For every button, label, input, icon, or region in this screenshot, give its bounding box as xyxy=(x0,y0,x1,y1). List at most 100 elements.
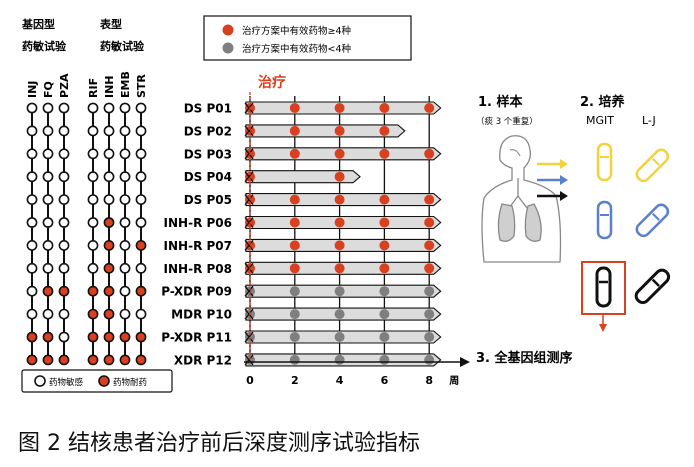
genotype-cell xyxy=(26,308,38,320)
genotype-cell xyxy=(26,285,38,297)
genotype-cell xyxy=(42,194,54,205)
phenotype-cell xyxy=(87,102,99,114)
patient-label: INH-R P06 xyxy=(164,216,232,230)
phenotype-header: 表型 xyxy=(99,17,122,31)
phenotype-cell xyxy=(135,217,147,228)
genotype-cell xyxy=(58,354,70,366)
patient-label: DS P01 xyxy=(184,102,232,116)
legend-gray-dot xyxy=(222,42,234,54)
sampling-point xyxy=(424,148,435,159)
sampling-point xyxy=(379,309,390,320)
genotype-cell xyxy=(26,171,38,183)
patient-label: DS P03 xyxy=(184,147,232,161)
genotype-cell xyxy=(42,125,54,137)
susceptibility-matrix xyxy=(26,102,147,366)
genotype-cell xyxy=(58,102,70,114)
patient-label: INH-R P07 xyxy=(164,239,232,253)
sampling-point xyxy=(424,103,435,113)
start-cross-marker xyxy=(244,148,254,160)
sampling-point xyxy=(424,354,435,365)
genotype-cell xyxy=(42,285,54,297)
genotype-cell xyxy=(42,331,54,343)
start-cross-marker xyxy=(244,171,254,183)
sampling-point xyxy=(334,240,345,251)
phenotype-cell xyxy=(87,262,99,274)
patient-label: MDR P10 xyxy=(171,308,232,322)
sampling-point xyxy=(424,309,435,320)
sampling-point xyxy=(424,263,435,274)
sampling-point xyxy=(379,217,390,228)
phenotype-cell xyxy=(119,102,131,114)
sampling-point xyxy=(289,240,300,251)
start-cross-marker xyxy=(244,354,254,366)
start-cross-marker xyxy=(244,262,254,274)
sampling-point xyxy=(289,286,300,297)
phenotype-cell xyxy=(119,217,131,228)
phenotype-cell xyxy=(119,171,131,183)
legend-red-dot xyxy=(222,24,234,36)
sampling-point xyxy=(424,194,435,205)
phenotype-cell xyxy=(103,194,115,205)
phenotype-cell xyxy=(119,148,131,160)
x-tick-label: 2 xyxy=(291,374,299,387)
sampling-point xyxy=(379,263,390,274)
genotype-cell xyxy=(58,125,70,137)
human-lungs-icon xyxy=(481,135,562,263)
phenotype-cell xyxy=(135,102,147,114)
drug-label-emb: EMB xyxy=(119,71,132,98)
genotype-cell xyxy=(42,308,54,320)
genotype-cell xyxy=(58,239,70,251)
x-tick-label: 6 xyxy=(381,374,389,387)
genotype-cell xyxy=(26,354,38,366)
phenotype-cell xyxy=(135,194,147,205)
sampling-point xyxy=(289,263,300,274)
phenotype-cell xyxy=(135,171,147,183)
sampling-point xyxy=(334,332,345,342)
start-cross-marker xyxy=(244,102,254,114)
phenotype-cell xyxy=(135,239,147,251)
genotype-cell xyxy=(26,194,38,205)
genotype-cell xyxy=(58,217,70,228)
genotype-cell xyxy=(58,331,70,343)
phenotype-cell xyxy=(119,194,131,205)
phenotype-cell xyxy=(103,102,115,114)
genotype-cell xyxy=(26,331,38,343)
phenotype-cell xyxy=(135,125,147,137)
sampling-point xyxy=(289,148,300,159)
genotype-cell xyxy=(58,308,70,320)
sampling-point xyxy=(379,354,390,365)
genotype-cell xyxy=(42,171,54,183)
genotype-cell xyxy=(26,125,38,137)
phenotype-cell xyxy=(135,331,147,343)
sampling-point xyxy=(334,354,345,365)
mgit-tube-black-icon xyxy=(581,261,626,332)
phenotype-cell xyxy=(119,354,131,366)
genotype-cell xyxy=(58,194,70,205)
sampling-point xyxy=(379,286,390,297)
phenotype-cell xyxy=(103,171,115,183)
phenotype-cell xyxy=(103,148,115,160)
genotype-cell xyxy=(42,102,54,114)
phenotype-cell xyxy=(87,308,99,320)
sensitive-icon xyxy=(34,375,46,387)
sampling-point xyxy=(424,217,435,228)
mgit-tube-yellow-icon xyxy=(596,142,613,182)
phenotype-cell xyxy=(119,308,131,320)
genotype-cell xyxy=(42,239,54,251)
genotype-cell xyxy=(58,148,70,160)
phenotype-cell xyxy=(119,239,131,251)
phenotype-header-sub: 药敏试验 xyxy=(100,39,145,53)
genotype-cell xyxy=(42,148,54,160)
patient-label: DS P04 xyxy=(184,170,232,184)
phenotype-cell xyxy=(103,285,115,297)
patient-label: INH-R P08 xyxy=(164,262,232,276)
genotype-cell xyxy=(58,171,70,183)
start-cross-marker xyxy=(244,331,254,343)
figure-caption: 图 2 结核患者治疗前后深度测序试验指标 xyxy=(18,431,420,456)
phenotype-cell xyxy=(103,262,115,274)
culture-title: 2. 培养 xyxy=(580,94,626,110)
x-tick-label: 8 xyxy=(425,374,433,387)
drug-label-str: STR xyxy=(135,74,148,98)
